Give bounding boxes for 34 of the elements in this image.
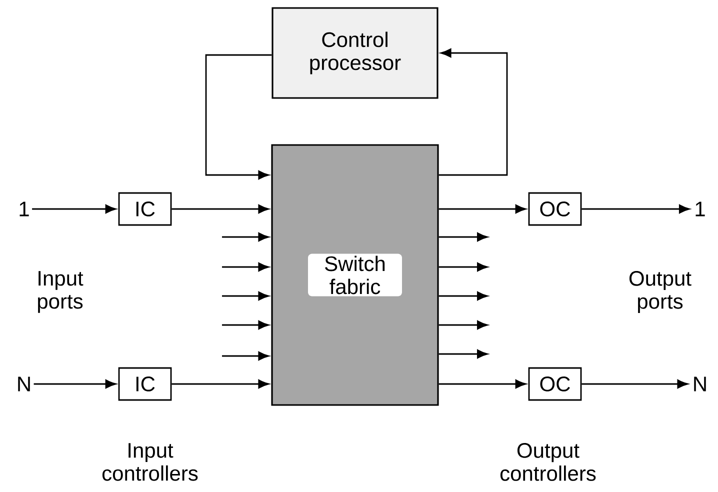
arrow (438, 232, 488, 242)
arrow (32, 204, 116, 214)
arrow (172, 380, 270, 388)
caption-label: Input controllers (102, 443, 198, 481)
arrow (172, 204, 270, 214)
switch-fabric-box: Switch fabric (271, 144, 439, 406)
arrow (438, 48, 508, 176)
controller-box: OC (528, 367, 582, 401)
arrow (222, 352, 270, 360)
port-number: 1 (696, 202, 705, 216)
arrow (438, 204, 526, 214)
processor-box: Control processor (272, 7, 438, 99)
arrow (205, 54, 272, 180)
arrow (438, 292, 488, 300)
port-number: N (694, 376, 706, 392)
caption-label: Output controllers (500, 443, 596, 481)
arrow (438, 262, 488, 272)
arrow (222, 262, 270, 272)
controller-box: IC (118, 192, 172, 226)
arrow (438, 350, 488, 358)
arrow (438, 320, 488, 330)
arrow (438, 380, 526, 388)
arrow (34, 380, 116, 388)
controller-box: IC (118, 367, 172, 401)
arrow (222, 232, 270, 242)
controller-box: OC (528, 192, 582, 226)
arrow (222, 320, 270, 330)
caption-label: Output ports (629, 270, 692, 313)
arrow (222, 292, 270, 300)
port-number: 1 (20, 202, 29, 216)
port-number: N (18, 376, 30, 392)
arrow (582, 380, 688, 388)
caption-label: Input ports (38, 271, 84, 313)
arrow (582, 204, 690, 214)
